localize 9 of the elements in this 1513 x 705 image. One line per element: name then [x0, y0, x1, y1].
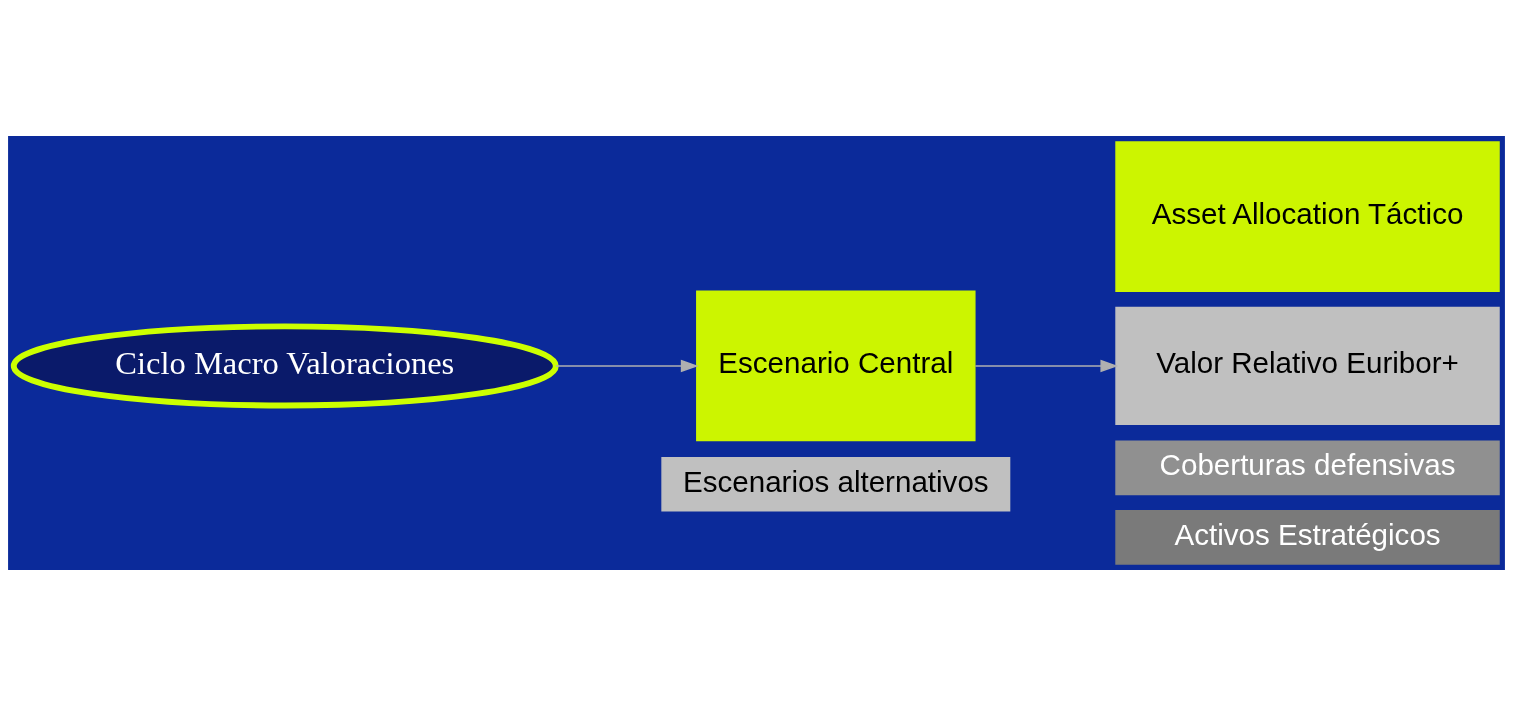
arrow	[974, 359, 1119, 372]
node-ellipse: Ciclo Macro Valoraciones	[10, 322, 559, 408]
node-box: Escenarios alternativos	[661, 456, 1011, 512]
node-box: Escenario Central	[696, 290, 976, 441]
node-box: Activos Estratégicos	[1115, 509, 1500, 565]
node-box: Coberturas defensivas	[1115, 440, 1500, 495]
arrow	[555, 359, 699, 372]
node-box: Asset Allocation Táctico	[1115, 140, 1500, 292]
node-box: Valor Relativo Euribor+	[1115, 306, 1500, 425]
